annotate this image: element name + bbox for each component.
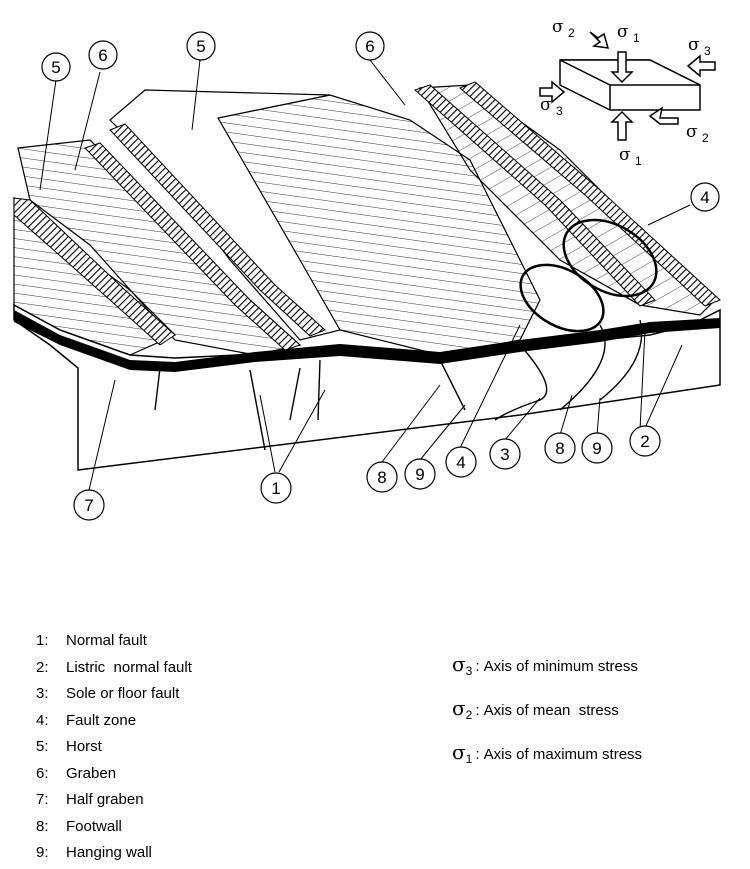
svg-text:4: 4 bbox=[700, 188, 709, 207]
svg-text:σ: σ bbox=[552, 17, 564, 37]
svg-text:9: 9 bbox=[415, 465, 424, 484]
legend-item: 3: Sole or floor fault bbox=[36, 681, 192, 708]
legend-item: 9: Hanging wall bbox=[36, 840, 192, 867]
legend-num: 9: bbox=[36, 844, 49, 861]
svg-text:7: 7 bbox=[84, 496, 93, 515]
callouts: 5 6 5 6 4 7 1 8 9 4 3 8 9 2 bbox=[41, 31, 720, 521]
svg-text:2: 2 bbox=[568, 26, 575, 40]
legend: 1: Normal fault 2: Listric normal fault 3:… bbox=[36, 628, 192, 867]
legend-label: Fault zone bbox=[66, 711, 137, 729]
svg-text:5: 5 bbox=[51, 58, 60, 77]
svg-text:σ: σ bbox=[688, 35, 700, 55]
callout-4b: 4 bbox=[445, 446, 477, 478]
legend-item: 8: Footwall bbox=[36, 814, 192, 841]
fault-scarps bbox=[13, 81, 721, 351]
callout-5b: 5 bbox=[186, 31, 216, 61]
svg-text:9: 9 bbox=[592, 439, 601, 458]
legend-num: 1: bbox=[36, 632, 49, 649]
legend-label: Sole or floor fault bbox=[66, 685, 180, 702]
stress-legend-item: σ1: Axis of maximum stress bbox=[452, 740, 642, 766]
sigma-symbol: σ bbox=[452, 740, 466, 764]
callout-7: 7 bbox=[73, 489, 105, 521]
legend-num: 5: bbox=[36, 738, 49, 755]
stress-legend: σ3: Axis of minimum stress σ2: Axis of m… bbox=[452, 652, 642, 784]
callout-6a: 6 bbox=[88, 40, 118, 70]
svg-text:σ: σ bbox=[540, 95, 552, 115]
callout-9b: 9 bbox=[581, 432, 613, 464]
svg-text:6: 6 bbox=[98, 46, 107, 65]
svg-text:3: 3 bbox=[500, 445, 509, 464]
callout-6b: 6 bbox=[355, 31, 385, 61]
stress-legend-item: σ3: Axis of minimum stress bbox=[452, 652, 642, 678]
svg-text:8: 8 bbox=[377, 468, 386, 487]
stress-label: : Axis of mean stress bbox=[475, 702, 619, 719]
svg-text:2: 2 bbox=[702, 131, 709, 145]
legend-num: 7: bbox=[36, 791, 49, 808]
callout-leaders bbox=[39, 59, 691, 491]
sigma-subscript: 1 bbox=[465, 752, 473, 766]
surface-strata bbox=[13, 84, 716, 356]
svg-text:3: 3 bbox=[556, 104, 563, 118]
fault-zone-ellipses bbox=[519, 218, 658, 333]
marker-bed bbox=[14, 310, 720, 372]
callout-8b: 8 bbox=[544, 432, 576, 464]
callout-1: 1 bbox=[260, 472, 292, 504]
legend-label: Horst bbox=[66, 738, 102, 755]
sigma-subscript: 3 bbox=[465, 664, 473, 678]
sigma-symbol: σ bbox=[452, 652, 466, 676]
svg-text:4: 4 bbox=[456, 453, 465, 472]
legend-num: 2: bbox=[36, 658, 49, 676]
sigma-subscript: 2 bbox=[465, 708, 473, 722]
svg-text:6: 6 bbox=[365, 37, 374, 56]
stress-inset bbox=[539, 31, 716, 141]
svg-text:5: 5 bbox=[196, 37, 205, 56]
legend-num: 6: bbox=[36, 764, 49, 782]
svg-text:σ: σ bbox=[617, 22, 629, 42]
fault-lines bbox=[154, 319, 643, 451]
svg-text:σ: σ bbox=[686, 122, 698, 142]
svg-text:1: 1 bbox=[271, 479, 280, 498]
svg-text:3: 3 bbox=[704, 44, 711, 58]
legend-item: 5: Horst bbox=[36, 734, 192, 761]
svg-text:1: 1 bbox=[635, 154, 642, 168]
svg-text:8: 8 bbox=[555, 439, 564, 458]
stress-label: : Axis of minimum stress bbox=[475, 658, 638, 675]
legend-item: 1: Normal fault bbox=[36, 628, 192, 655]
legend-num: 3: bbox=[36, 685, 49, 702]
svg-text:1: 1 bbox=[633, 31, 640, 45]
callout-9: 9 bbox=[404, 458, 436, 490]
legend-label: Hanging wall bbox=[66, 844, 152, 861]
callout-8: 8 bbox=[366, 461, 398, 493]
legend-item: 4: Fault zone bbox=[36, 708, 192, 735]
legend-item: 7: Half graben bbox=[36, 787, 192, 814]
callout-2: 2 bbox=[629, 425, 661, 457]
legend-label: Graben bbox=[66, 764, 117, 782]
legend-label: Normal fault bbox=[66, 632, 147, 649]
callout-3: 3 bbox=[489, 438, 521, 470]
callout-5a: 5 bbox=[41, 52, 71, 82]
svg-text:2: 2 bbox=[640, 432, 649, 451]
legend-label: Footwall bbox=[66, 817, 122, 835]
legend-label: Listric normal fault bbox=[66, 658, 192, 676]
legend-item: 6: Graben bbox=[36, 761, 192, 788]
legend-item: 2: Listric normal fault bbox=[36, 655, 192, 682]
svg-text:σ: σ bbox=[619, 145, 631, 165]
stress-label: : Axis of maximum stress bbox=[475, 746, 643, 763]
legend-num: 8: bbox=[36, 817, 49, 835]
legend-label: Half graben bbox=[66, 791, 144, 808]
callout-4a: 4 bbox=[690, 182, 720, 212]
legend-num: 4: bbox=[36, 711, 49, 729]
stress-legend-item: σ2: Axis of mean stress bbox=[452, 696, 642, 722]
sigma-symbol: σ bbox=[452, 696, 466, 720]
